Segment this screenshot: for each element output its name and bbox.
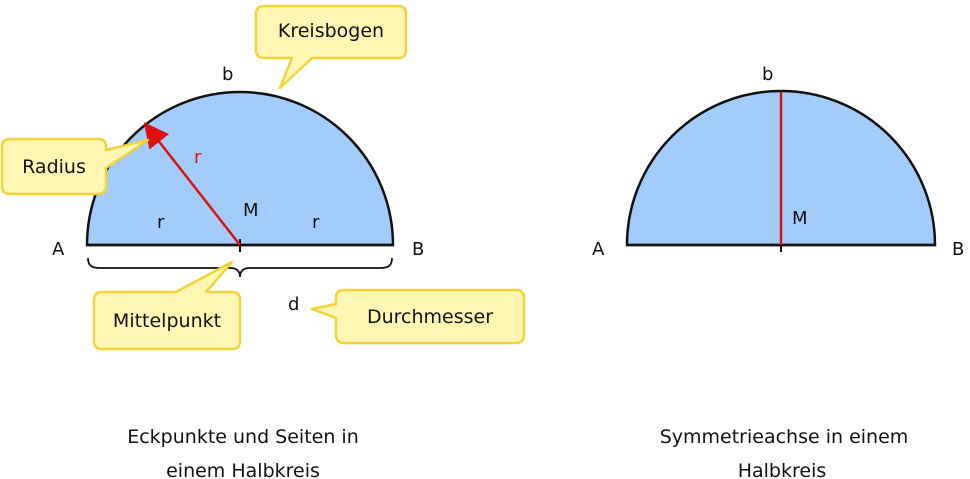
right-point-a: A	[592, 239, 605, 260]
left-semicircle-diagram: A B b M r r r d Kreisbogen Radius Mittel…	[0, 4, 526, 479]
callout-diameter-text: Durchmesser	[367, 306, 493, 328]
callout-arc: Kreisbogen	[254, 4, 408, 90]
callout-arc-bubble	[254, 4, 408, 90]
left-caption-line1: Eckpunkte und Seiten in	[127, 426, 359, 448]
left-diameter-brace	[87, 257, 393, 278]
right-semicircle-diagram: A B b M Symmetrieachse in einem Halbkrei…	[592, 64, 964, 479]
callout-radius-bubble	[0, 137, 150, 196]
callout-radius-text: Radius	[22, 156, 86, 178]
left-semicircle-shape	[85, 90, 395, 247]
left-center-label: M	[243, 200, 259, 221]
callout-diameter: Durchmesser	[310, 288, 526, 345]
callout-center-text: Mittelpunkt	[113, 310, 221, 332]
left-r-right-label: r	[312, 212, 320, 233]
left-arc-label: b	[222, 64, 233, 85]
right-point-b: B	[952, 239, 964, 260]
callout-center-bubble	[92, 260, 242, 351]
right-caption-line1: Symmetrieachse in einem	[660, 426, 909, 448]
left-r-left-label: r	[157, 212, 165, 233]
left-radius-arrow	[143, 122, 241, 246]
callout-arc-text: Kreisbogen	[278, 20, 384, 42]
left-radius-label: r	[194, 147, 202, 168]
left-diameter-label: d	[288, 294, 299, 315]
left-point-b: B	[412, 239, 424, 260]
callout-center: Mittelpunkt	[92, 260, 242, 351]
right-center-label: M	[792, 208, 808, 229]
left-caption-line2: einem Halbkreis	[166, 460, 320, 479]
callout-diameter-bubble	[310, 288, 526, 345]
callout-radius: Radius	[0, 137, 150, 196]
right-caption-line2: Halbkreis	[738, 460, 827, 479]
left-point-a: A	[52, 239, 65, 260]
right-arc-label: b	[762, 64, 773, 85]
